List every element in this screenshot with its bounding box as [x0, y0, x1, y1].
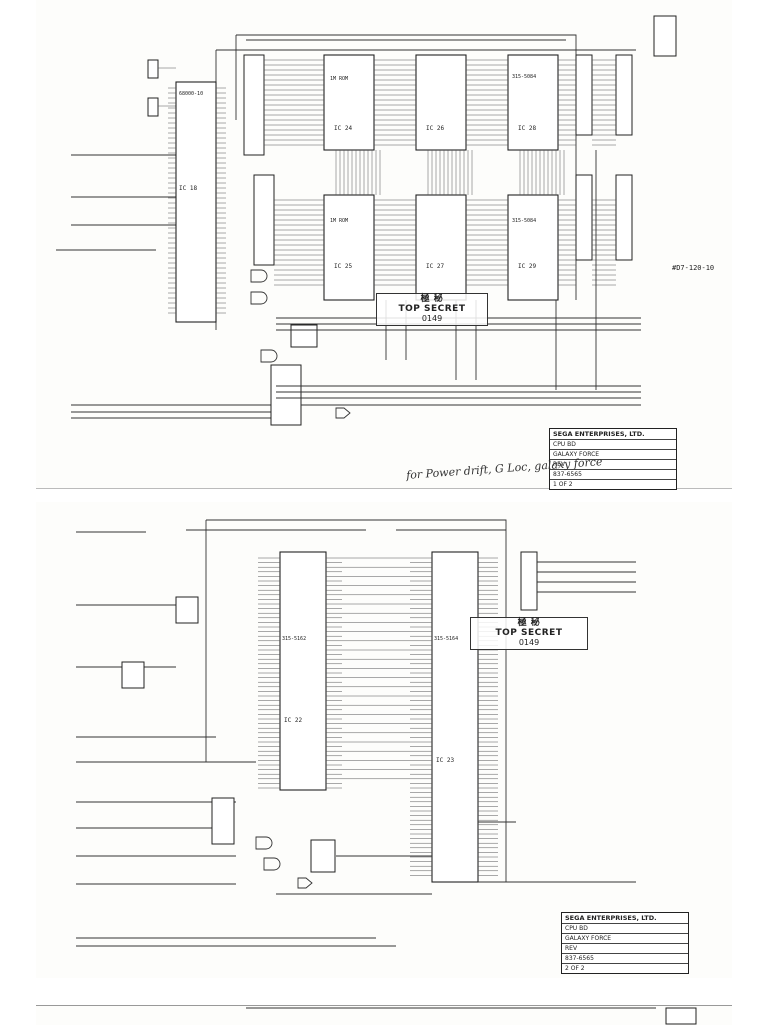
- ic22-ref: IC 22: [284, 717, 302, 724]
- stamp2-title: TOP SECRET: [495, 627, 563, 638]
- ic25-ref: IC 25: [334, 263, 352, 270]
- title2-board: CPU BD: [562, 924, 688, 934]
- ic22-body: [279, 551, 327, 791]
- title2-sheet: 2 OF 2: [565, 965, 585, 972]
- title-sheet: 1 OF 2: [553, 481, 573, 488]
- ic23-ref: IC 23: [436, 757, 454, 764]
- stamp-number: 0149: [421, 313, 443, 323]
- top-secret-stamp-1: 極 秘 TOP SECRET 0149: [376, 293, 488, 326]
- title-block-2: SEGA ENTERPRISES, LTD. CPU BD GALAXY FOR…: [561, 912, 689, 974]
- title2-drawing-no: 837-6565: [562, 954, 688, 964]
- ic18-part: 68000-10: [179, 91, 203, 97]
- ic28-part: 315-5084: [512, 74, 536, 80]
- schematic-2-drawing: IC 22 315-5162 IC 23 315-5164: [76, 519, 636, 947]
- stamp2-kanji: 極 秘: [517, 618, 541, 628]
- ic23-part: 315-5164: [434, 636, 458, 642]
- title-rev: REV: [550, 460, 676, 470]
- title-company: SEGA ENTERPRISES, LTD.: [550, 429, 676, 440]
- schematic-sheet-1: IC 18 68000-10 IC 24 1M ROM IC 26 IC 28 …: [36, 0, 732, 490]
- ic28-ref: IC 28: [518, 125, 536, 132]
- ic26-ref: IC 26: [426, 125, 444, 132]
- ic27-ref: IC 27: [426, 263, 444, 270]
- title-drawing-no: 837-6565: [550, 470, 676, 480]
- schematic-3-drawing: [246, 1007, 697, 1025]
- ic25-part: 1M ROM: [330, 218, 348, 224]
- schematic-sheet-2: IC 22 315-5162 IC 23 315-5164 極 秘 TOP SE…: [36, 502, 732, 978]
- ic29-part: 315-5084: [512, 218, 536, 224]
- title-block-1: SEGA ENTERPRISES, LTD. CPU BD GALAXY FOR…: [549, 428, 677, 490]
- title2-rev: REV: [562, 944, 688, 954]
- schematic-sheet-3-partial: [36, 1005, 732, 1025]
- ic18-ref: IC 18: [179, 185, 197, 192]
- title-board: CPU BD: [550, 440, 676, 450]
- stamp-kanji: 極 秘: [420, 294, 444, 304]
- title2-company: SEGA ENTERPRISES, LTD.: [562, 913, 688, 924]
- side-note: #D7-120-10: [672, 264, 714, 272]
- stamp-title: TOP SECRET: [398, 303, 466, 314]
- ic18-body: [175, 81, 217, 323]
- schematic-1-drawing: IC 18 68000-10 IC 24 1M ROM IC 26 IC 28 …: [56, 15, 714, 426]
- ic22-part: 315-5162: [282, 636, 306, 642]
- title2-game: GALAXY FORCE: [562, 934, 688, 944]
- ic24-part: 1M ROM: [330, 76, 348, 82]
- ic23-body: [431, 551, 479, 883]
- ic29-ref: IC 29: [518, 263, 536, 270]
- stamp2-number: 0149: [518, 637, 540, 647]
- title-game: GALAXY FORCE: [550, 450, 676, 460]
- top-secret-stamp-2: 極 秘 TOP SECRET 0149: [470, 617, 588, 650]
- ic24-ref: IC 24: [334, 125, 352, 132]
